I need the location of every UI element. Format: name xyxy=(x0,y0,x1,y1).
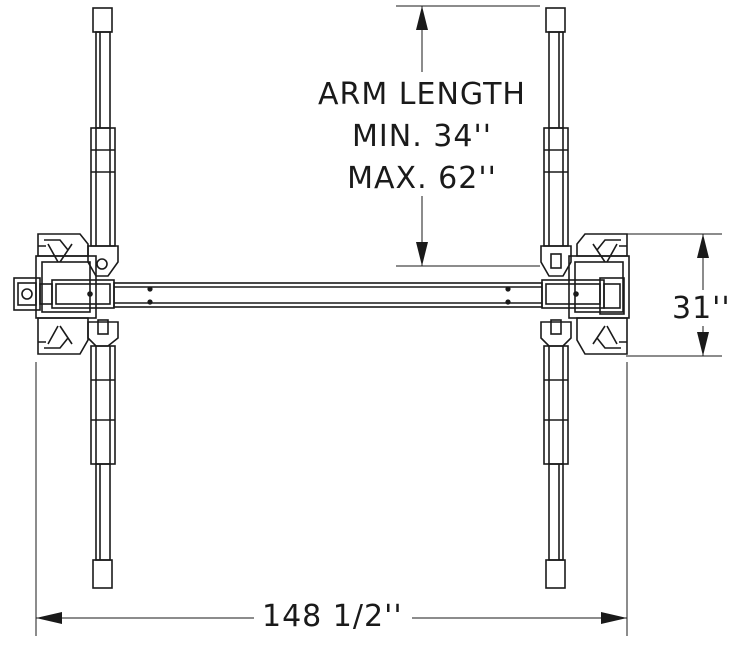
left-lower-arm xyxy=(87,319,119,589)
dimension-arrowheads xyxy=(36,6,709,624)
overall-width-dimension: 148 1/2'' xyxy=(262,599,403,634)
right-upper-arm xyxy=(540,7,572,277)
right-lower-arm xyxy=(540,319,572,589)
arm-length-title: ARM LENGTH xyxy=(318,77,526,112)
left-column-assembly xyxy=(13,233,97,355)
column-depth-dimension: 31'' xyxy=(672,291,731,326)
cross-beam xyxy=(51,279,605,309)
dimension-lines xyxy=(35,5,722,636)
arm-length-max: MAX. 62'' xyxy=(347,161,497,196)
arm-length-min: MIN. 34'' xyxy=(352,119,492,154)
right-column-assembly xyxy=(568,233,630,355)
left-upper-arm xyxy=(87,7,119,277)
